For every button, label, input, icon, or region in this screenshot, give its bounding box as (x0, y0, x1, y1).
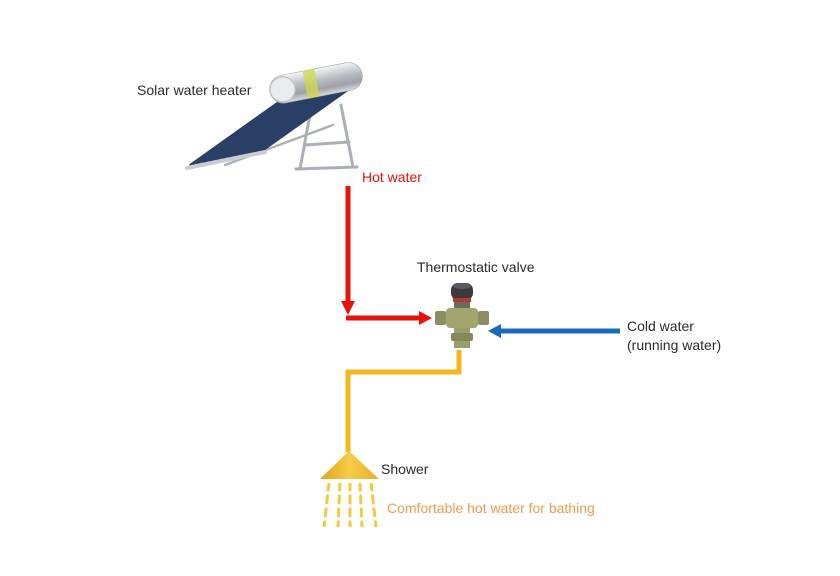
cold-water-label-line2: (running water) (627, 337, 722, 353)
cold-water-label-line1: Cold water (627, 318, 694, 334)
shower-icon (320, 451, 379, 479)
heater-vacuum-tubes (189, 85, 353, 167)
heater-tank (269, 62, 363, 104)
hot-water-arrow-right-icon (419, 311, 432, 325)
valve-cap (451, 283, 473, 302)
heater-stand (223, 103, 359, 171)
spray-icon (322, 483, 378, 527)
solar-heater-illustration (185, 62, 363, 171)
heater-bottom-rail (185, 150, 267, 170)
thermostatic-valve-label: Thermostatic valve (417, 259, 535, 275)
comfort-note-label: Comfortable hot water for bathing (387, 500, 595, 516)
cold-water-arrow-left-icon (488, 324, 501, 338)
solar-heater-label: Solar water heater (137, 82, 252, 98)
thermostatic-valve-illustration (435, 283, 489, 348)
hot-water-pipe (341, 186, 432, 325)
valve-body (435, 302, 489, 348)
mixed-water-pipe (345, 350, 462, 452)
cold-water-pipe (488, 324, 620, 338)
hot-water-arrow-down-icon (341, 301, 355, 315)
shower-label: Shower (381, 461, 429, 477)
hot-water-label: Hot water (362, 169, 422, 185)
